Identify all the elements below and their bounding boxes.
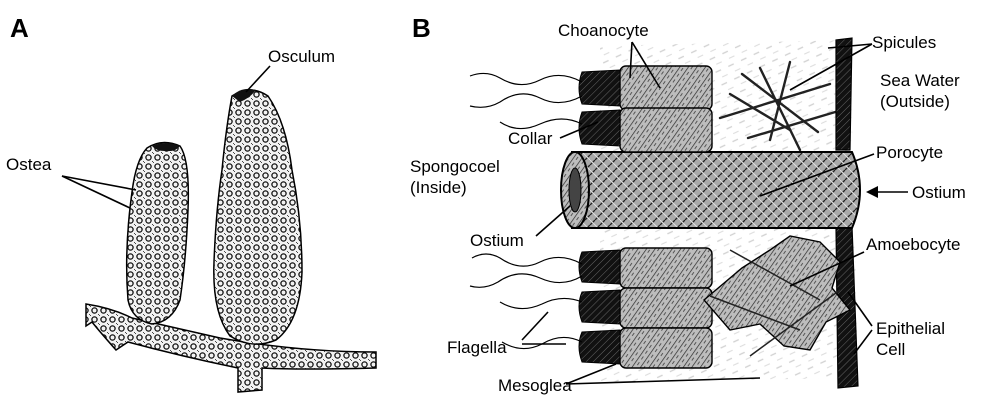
sponge-small-tube xyxy=(127,142,189,324)
leader-flagella-1 xyxy=(522,312,548,340)
porocyte-tube xyxy=(572,152,860,228)
choanocyte-lower-1 xyxy=(579,248,712,288)
leader-ostea-upper xyxy=(62,176,136,190)
label-ostium-right: Ostium xyxy=(912,183,966,202)
leader-ostea-lower xyxy=(62,176,130,208)
label-choanocyte: Choanocyte xyxy=(558,21,649,40)
label-epithelial-line2: Cell xyxy=(876,340,905,359)
panel-a-letter: A xyxy=(10,13,29,43)
arrow-ostium-right-head xyxy=(866,186,878,198)
sponge-large-tube xyxy=(214,90,302,344)
label-spongocoel-line2: (Inside) xyxy=(410,178,467,197)
label-sea-water-line2: (Outside) xyxy=(880,92,950,111)
label-spicules: Spicules xyxy=(872,33,936,52)
label-sea-water-line1: Sea Water xyxy=(880,71,960,90)
leader-ostium-left xyxy=(536,206,570,236)
panel-a: A Osculum Ostea xyxy=(6,13,376,392)
panel-b-letter: B xyxy=(412,13,431,43)
label-amoebocyte: Amoebocyte xyxy=(866,235,961,254)
label-collar: Collar xyxy=(508,129,553,148)
label-ostium-left: Ostium xyxy=(470,231,524,250)
label-flagella: Flagella xyxy=(447,338,507,357)
label-osculum: Osculum xyxy=(268,47,335,66)
choanocyte-lower-3 xyxy=(579,328,712,368)
label-spongocoel-line1: Spongocoel xyxy=(410,157,500,176)
label-porocyte: Porocyte xyxy=(876,143,943,162)
choanocyte-upper-1 xyxy=(579,66,712,110)
label-epithelial-line1: Epithelial xyxy=(876,319,945,338)
label-ostea: Ostea xyxy=(6,155,52,174)
label-mesoglea: Mesoglea xyxy=(498,376,572,395)
ostium-inner-opening xyxy=(569,168,581,212)
choanocyte-lower-2 xyxy=(579,288,712,328)
panel-b: B xyxy=(410,13,966,395)
leader-osculum xyxy=(246,66,270,92)
choanocyte-upper-2 xyxy=(579,108,712,152)
